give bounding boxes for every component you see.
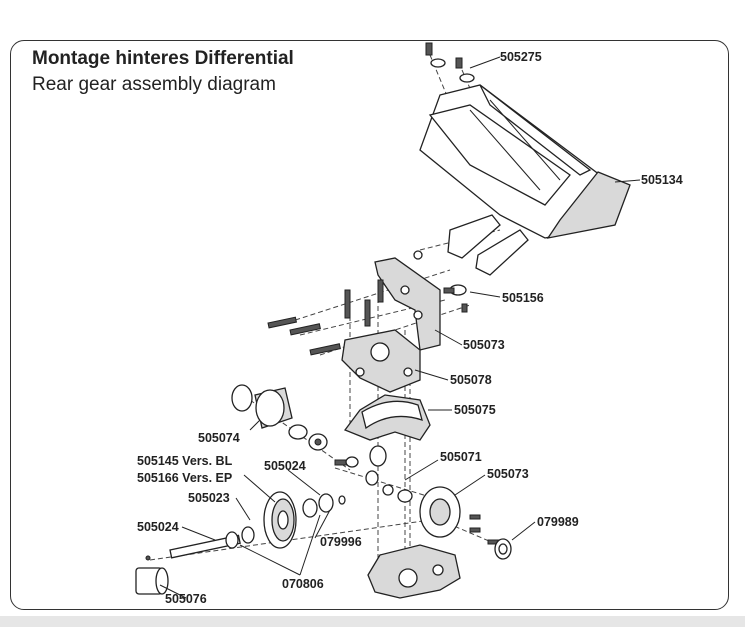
leader-lines [159,56,641,599]
label-505074: 505074 [198,431,240,445]
label-505024-lower: 505024 [137,520,179,534]
label-505073-right: 505073 [487,467,529,481]
diagram-title: Montage hinteres Differential [32,48,294,69]
wing-mount-part [413,214,529,276]
long-screws-part [267,279,468,356]
label-079996: 079996 [320,535,362,549]
label-505145: 505145 Vers. BL [137,454,233,468]
drive-shaft-part [135,526,255,595]
wing-stay-part [374,257,467,351]
housing-bottom-part [367,544,461,599]
bottom-bar [0,616,745,627]
label-079989: 079989 [537,515,579,529]
spur-gear-part [263,491,346,549]
label-505024-upper: 505024 [264,459,306,473]
diff-case-part [343,394,431,441]
housing-top-part [341,329,421,393]
label-505073-top: 505073 [463,338,505,352]
label-505075: 505075 [454,403,496,417]
output-cup-part [397,486,512,560]
label-505071: 505071 [440,450,482,464]
label-505156: 505156 [502,291,544,305]
diff-cup-part [231,384,394,496]
label-070806: 070806 [282,577,324,591]
part-labels: 505275 505134 505156 505073 505078 50507… [137,50,683,606]
rear-wing-part [419,84,631,239]
diagram-subtitle: Rear gear assembly diagram [32,74,276,95]
label-505076: 505076 [165,592,207,606]
label-505275: 505275 [500,50,542,64]
label-505166: 505166 Vers. EP [137,471,232,485]
label-505134: 505134 [641,173,683,187]
label-505023: 505023 [188,491,230,505]
wing-screws-part [425,42,475,83]
label-505078: 505078 [450,373,492,387]
